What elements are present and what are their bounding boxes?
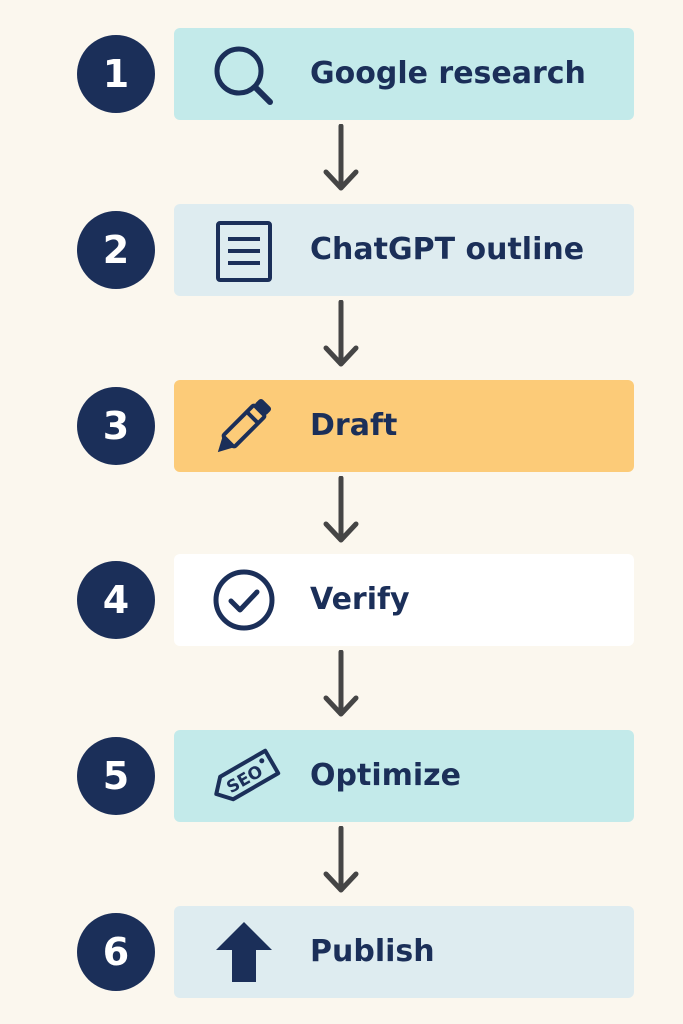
step-number-badge: 3 bbox=[77, 387, 155, 465]
step-box: Verify bbox=[174, 554, 634, 646]
step-label: Publish bbox=[310, 934, 435, 969]
flow-arrow bbox=[321, 475, 361, 548]
step-3: 3 Draft bbox=[0, 380, 683, 472]
step-number-badge: 1 bbox=[77, 35, 155, 113]
flow-arrow bbox=[321, 649, 361, 722]
step-number-badge: 5 bbox=[77, 737, 155, 815]
check-circle-icon bbox=[204, 568, 284, 632]
step-box: SEO Optimize bbox=[174, 730, 634, 822]
step-box: ChatGPT outline bbox=[174, 204, 634, 296]
step-label: Draft bbox=[310, 408, 398, 443]
upload-arrow-icon bbox=[204, 920, 284, 984]
seo-tag-icon: SEO bbox=[204, 744, 284, 808]
flow-arrow bbox=[321, 299, 361, 372]
magnifier-icon bbox=[204, 42, 284, 106]
step-label: Optimize bbox=[310, 758, 461, 793]
step-box: Google research bbox=[174, 28, 634, 120]
step-number-badge: 4 bbox=[77, 561, 155, 639]
step-box: Publish bbox=[174, 906, 634, 998]
step-label: Verify bbox=[310, 582, 410, 617]
flow-arrow bbox=[321, 123, 361, 196]
step-label: ChatGPT outline bbox=[310, 232, 585, 267]
flow-arrow bbox=[321, 825, 361, 898]
step-number-badge: 6 bbox=[77, 913, 155, 991]
step-box: Draft bbox=[174, 380, 634, 472]
step-number-badge: 2 bbox=[77, 211, 155, 289]
step-6: 6 Publish bbox=[0, 906, 683, 998]
document-icon bbox=[204, 218, 284, 282]
step-1: 1 Google research bbox=[0, 28, 683, 120]
pencil-icon bbox=[204, 394, 284, 458]
step-4: 4 Verify bbox=[0, 554, 683, 646]
step-5: 5 SEO Optimize bbox=[0, 730, 683, 822]
step-2: 2 ChatGPT outline bbox=[0, 204, 683, 296]
step-label: Google research bbox=[310, 56, 586, 91]
